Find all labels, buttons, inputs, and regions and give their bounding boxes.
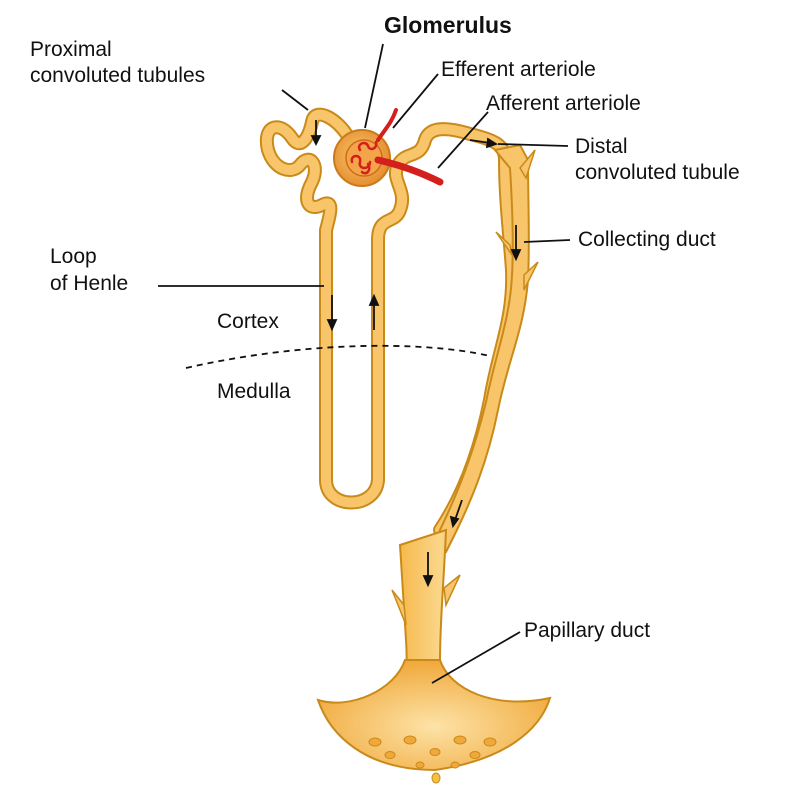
- cortex-medulla-boundary: [185, 344, 491, 369]
- arrow-down-icon: [326, 295, 338, 332]
- glomerulus-label: Glomerulus: [384, 12, 512, 38]
- duct-branch: [523, 261, 539, 291]
- loop-label-line2: of Henle: [50, 272, 129, 295]
- duct-branch: [495, 231, 513, 256]
- arrow-down-icon: [310, 120, 322, 147]
- duct-branch: [443, 574, 461, 608]
- afferent-label: Afferent arteriole: [486, 92, 641, 115]
- duct-branch: [519, 149, 536, 180]
- proximal-label-line1: Proximal: [30, 38, 112, 61]
- arrow-down-icon: [510, 225, 522, 262]
- leader-efferent: [392, 73, 439, 129]
- leader-afferent: [437, 111, 489, 169]
- arrow-right-icon: [469, 137, 499, 149]
- proximal-label-line2: convoluted tubules: [30, 64, 206, 87]
- duct-branch: [391, 589, 407, 626]
- leader-collecting: [523, 239, 571, 243]
- collecting-duct-label: Collecting duct: [578, 228, 716, 251]
- efferent-label: Efferent arteriole: [441, 58, 596, 81]
- leader-proximal: [281, 89, 309, 111]
- arrow-down-icon: [449, 499, 463, 529]
- flow-arrows: [310, 120, 522, 588]
- arrow-down-icon: [422, 552, 434, 588]
- loop-label-line1: Loop: [50, 245, 97, 268]
- distal-label-line1: Distal: [575, 135, 628, 158]
- papilla-openings: [368, 735, 497, 769]
- efferent-arteriole: [376, 108, 398, 142]
- capillary-tuft: [350, 140, 378, 175]
- papillary-duct-label: Papillary duct: [524, 619, 651, 642]
- collecting-duct: [432, 143, 530, 554]
- leader-glomerulus: [364, 43, 384, 129]
- distal-label-line2: convoluted tubule: [575, 161, 740, 184]
- leader-papillary: [431, 631, 521, 684]
- leader-distal: [497, 143, 569, 147]
- leader-lines: [158, 43, 571, 684]
- cortex-label: Cortex: [217, 310, 279, 333]
- medulla-label: Medulla: [217, 380, 291, 403]
- urine-drop: [431, 772, 441, 784]
- afferent-arteriole: [374, 156, 444, 186]
- arrow-up-icon: [368, 293, 380, 330]
